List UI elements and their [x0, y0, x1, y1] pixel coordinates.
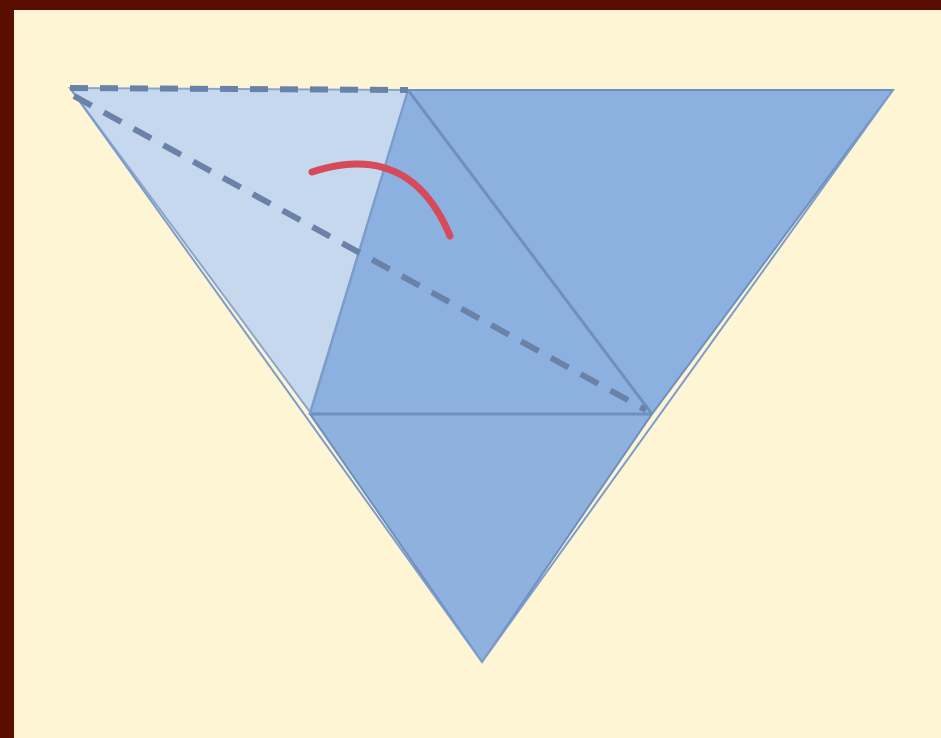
fold-line: [406, 89, 654, 415]
outer-left-edge: [69, 87, 483, 663]
fold-arc: [308, 160, 454, 240]
outer-right-edge: [481, 89, 894, 663]
dark-folded-triangle: [308, 89, 895, 415]
dashed-top-edge: [69, 85, 409, 93]
dashed-diagonal: [72, 93, 648, 413]
lower-triangle: [308, 413, 654, 664]
